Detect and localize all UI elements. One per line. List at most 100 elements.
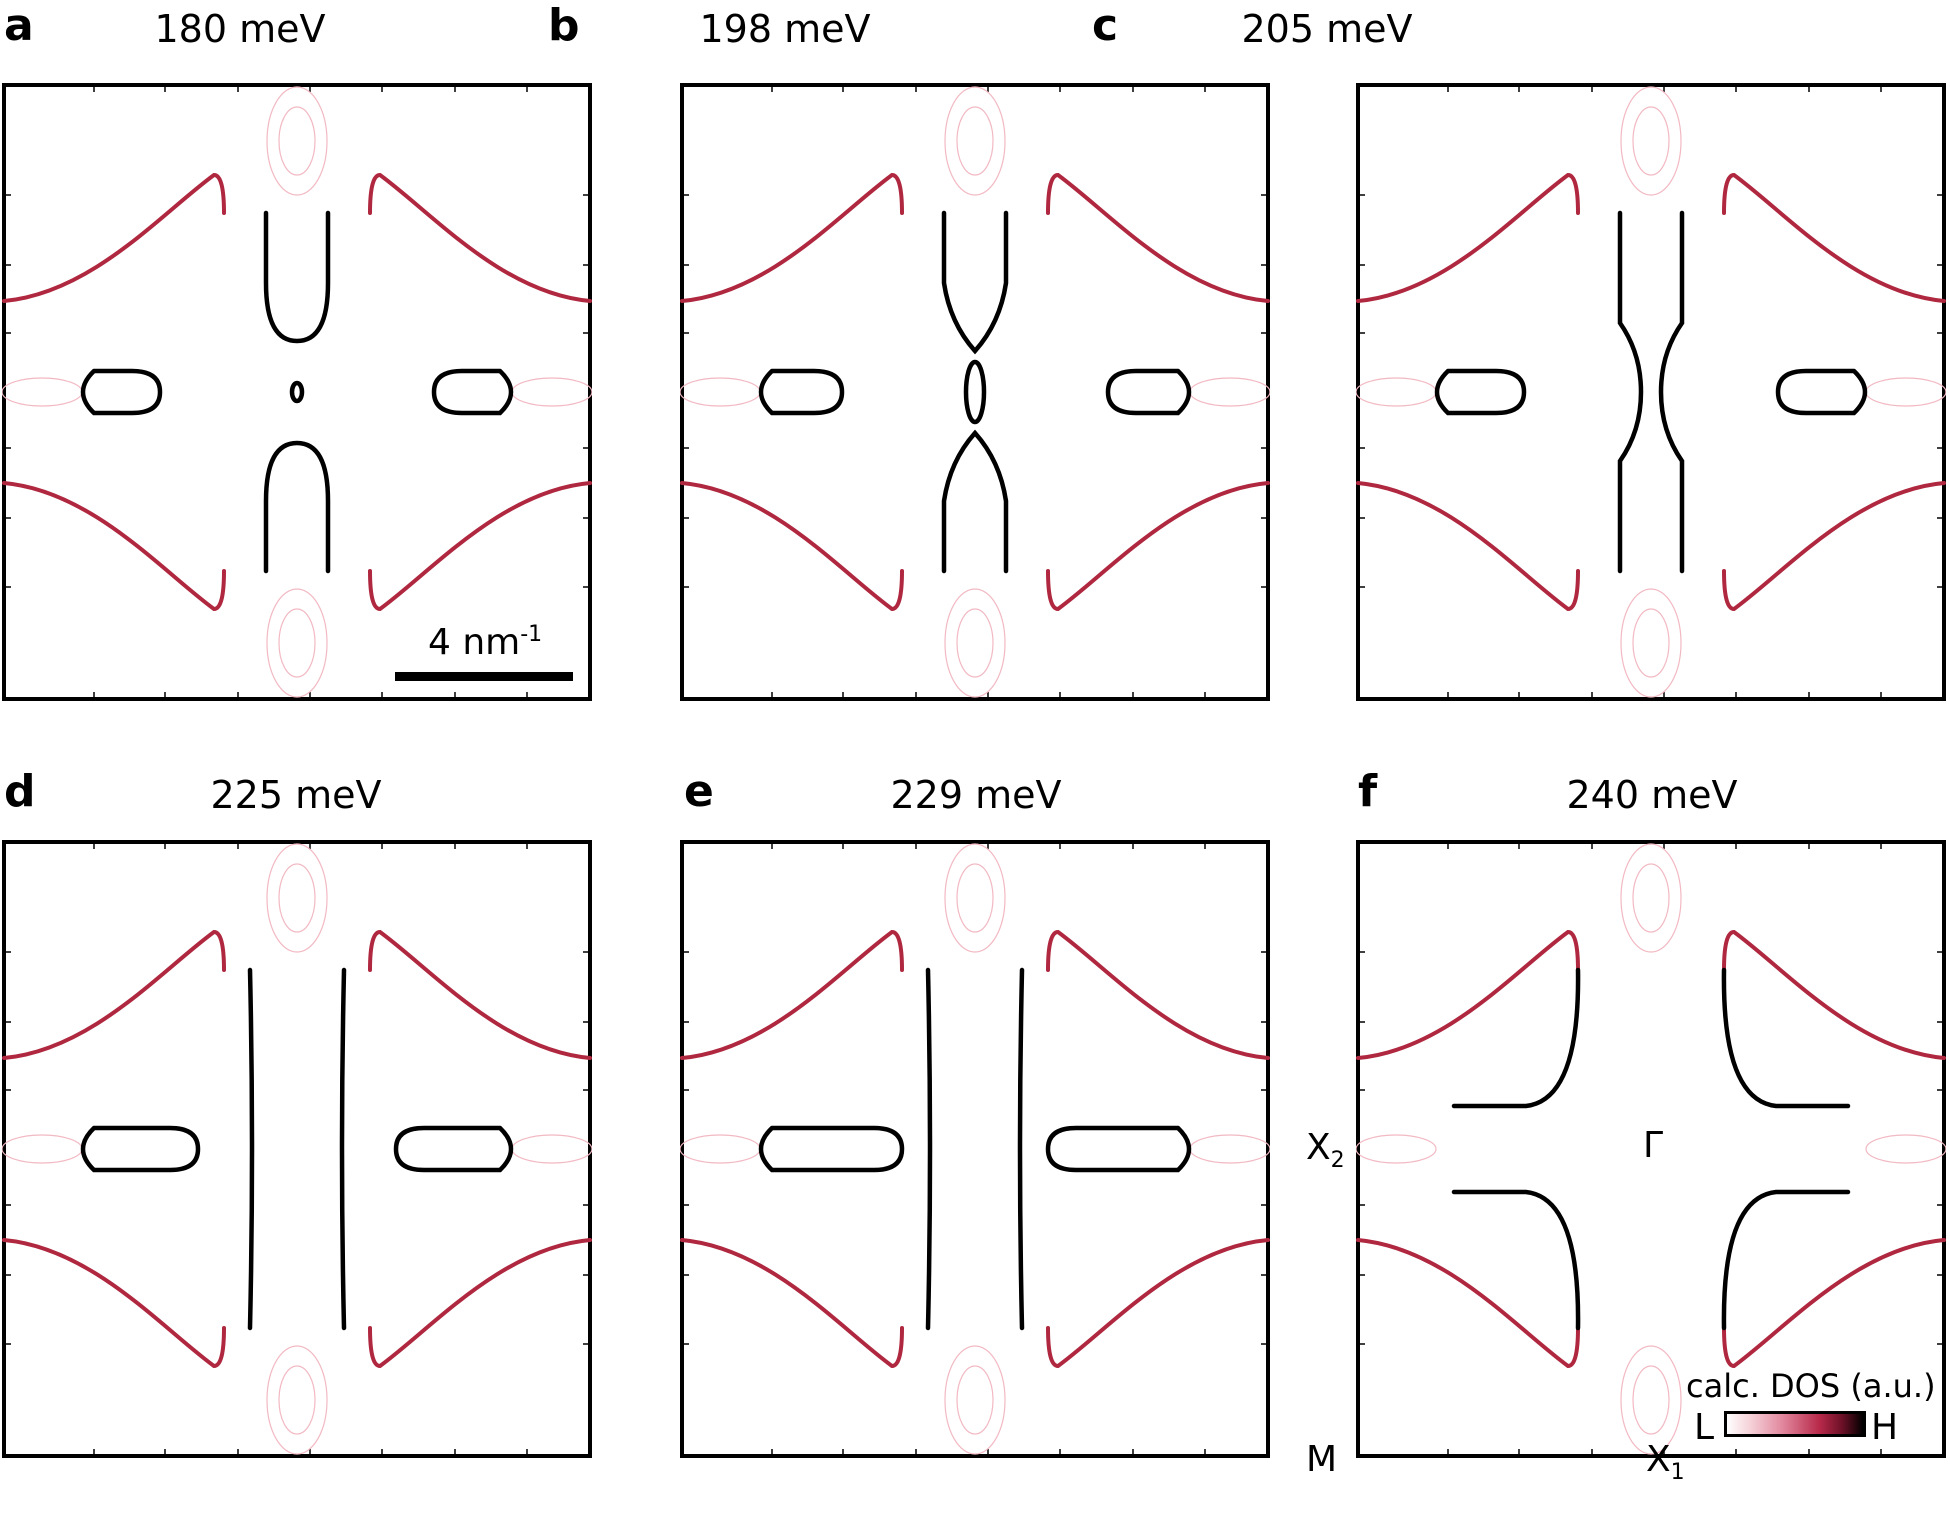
side-pocket-left [1434, 368, 1527, 416]
outer-contour [1046, 481, 1270, 612]
panel-frame [680, 840, 1270, 1458]
ghost-pocket [944, 588, 1006, 698]
panel-frame [1356, 840, 1946, 1458]
gamma-pocket [289, 380, 305, 404]
colorbar-title: calc. DOS (a.u.) [1686, 1367, 1936, 1405]
panel-title-b: 198 meV [699, 7, 871, 51]
outer-contour [680, 172, 904, 303]
outer-contour [680, 481, 904, 612]
outer-contour [1722, 172, 1946, 303]
ghost-pocket [1632, 1365, 1670, 1435]
side-pocket-left [80, 1125, 201, 1173]
panel-frame [1356, 83, 1946, 701]
outer-contour [2, 1238, 226, 1369]
scale-bar-label: 4 nm-1 [428, 622, 543, 663]
ghost-pocket [1620, 588, 1682, 698]
ghost-pocket [266, 1345, 328, 1455]
side-pocket-right [1775, 368, 1868, 416]
fermi-surface-panel-e [680, 840, 1270, 1458]
ghost-pocket [680, 377, 761, 407]
side-pocket-right [1045, 1125, 1192, 1173]
panel-title-e: 229 meV [890, 773, 1062, 817]
ghost-pocket [1632, 106, 1670, 176]
fermi-surface-panel-b [680, 83, 1270, 701]
ghost-pocket [1620, 843, 1682, 953]
x2-point-label: X2 [1306, 1127, 1345, 1174]
scale-bar-exponent: -1 [520, 622, 543, 647]
panel-frame [2, 83, 592, 701]
ghost-pocket [1865, 377, 1946, 407]
central-pocket-top [263, 210, 331, 344]
ghost-pocket [1632, 608, 1670, 678]
panel-title-f: 240 meV [1566, 773, 1738, 817]
gamma-point-label: Γ [1643, 1125, 1664, 1166]
colorbar-high-label: H [1871, 1407, 1899, 1448]
m-point-label: M [1306, 1439, 1338, 1480]
side-pocket-right [393, 1125, 514, 1173]
ghost-pocket [278, 863, 316, 933]
panel-title-c: 205 meV [1241, 7, 1413, 51]
ghost-pocket [956, 106, 994, 176]
outer-contour [1046, 929, 1270, 1060]
central-neck-right [1658, 210, 1685, 574]
side-pocket-left [80, 368, 163, 416]
central-line-left [925, 967, 933, 1331]
central-neck-left [1617, 210, 1644, 574]
ghost-pocket [511, 377, 592, 407]
colorbar-gradient [1724, 1411, 1866, 1437]
fermi-surface-panel-c [1356, 83, 1946, 701]
central-line-right [339, 967, 347, 1331]
ghost-pocket [1632, 863, 1670, 933]
outer-contour [368, 1238, 592, 1369]
ghost-pocket [1620, 86, 1682, 196]
central-line-left [247, 967, 255, 1331]
ghost-pocket [2, 377, 83, 407]
ghost-pocket [944, 86, 1006, 196]
outer-contour [680, 1238, 904, 1369]
side-pocket-left [758, 1125, 905, 1173]
ghost-pocket [266, 843, 328, 953]
fermi-surface-panel-f [1356, 840, 1946, 1458]
ghost-pocket [511, 1134, 592, 1164]
outer-contour [2, 481, 226, 612]
gamma-star-arm [1451, 1189, 1581, 1331]
ghost-pocket [1189, 377, 1270, 407]
panel-letter-c: c [1092, 0, 1119, 51]
outer-contour [1356, 929, 1580, 1060]
outer-contour [1722, 481, 1946, 612]
outer-contour [368, 929, 592, 1060]
central-line-right [1017, 967, 1025, 1331]
outer-contour [2, 929, 226, 1060]
fermi-surface-panel-d [2, 840, 592, 1458]
outer-contour [1356, 1238, 1580, 1369]
scale-bar [395, 672, 573, 681]
fermi-surface-panel-a [2, 83, 592, 701]
panel-letter-d: d [4, 766, 36, 817]
outer-contour [2, 172, 226, 303]
x1-point-label: X1 [1646, 1439, 1685, 1486]
outer-contour [1046, 172, 1270, 303]
outer-contour [1356, 481, 1580, 612]
ghost-pocket [956, 1365, 994, 1435]
outer-contour [368, 172, 592, 303]
gamma-star-arm [1451, 967, 1581, 1109]
panel-frame [2, 840, 592, 1458]
ghost-pocket [944, 843, 1006, 953]
ghost-pocket [266, 588, 328, 698]
ghost-pocket [1189, 1134, 1270, 1164]
gamma-pocket [963, 359, 987, 425]
panel-frame [680, 83, 1270, 701]
central-pocket-top [941, 210, 1009, 355]
ghost-pocket [2, 1134, 83, 1164]
ghost-pocket [278, 106, 316, 176]
ghost-pocket [278, 608, 316, 678]
panel-letter-a: a [4, 0, 34, 51]
ghost-pocket [278, 1365, 316, 1435]
ghost-pocket [1356, 1134, 1437, 1164]
panel-letter-e: e [684, 766, 714, 817]
gamma-star-arm [1721, 967, 1851, 1109]
ghost-pocket [1865, 1134, 1946, 1164]
panel-letter-b: b [548, 0, 580, 51]
ghost-pocket [956, 863, 994, 933]
ghost-pocket [1620, 1345, 1682, 1455]
